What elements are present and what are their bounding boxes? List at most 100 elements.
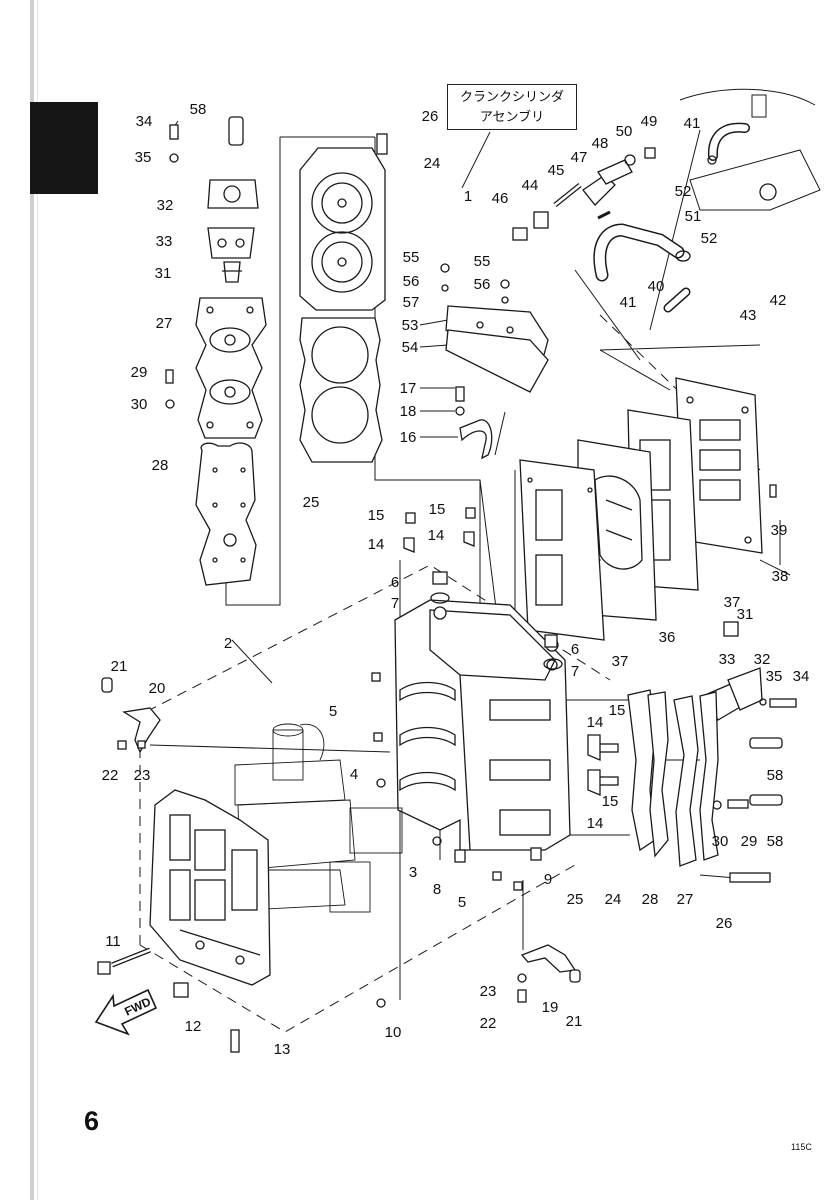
part-callout-15: 15: [368, 507, 385, 524]
part-callout-34: 34: [793, 668, 810, 685]
part-callout-56: 56: [403, 273, 420, 290]
part-callout-57: 57: [403, 294, 420, 311]
part-callout-55: 55: [403, 249, 420, 266]
part-callout-24: 24: [424, 155, 441, 172]
part-callout-31: 31: [737, 606, 754, 623]
cylinder-head-cover: [299, 133, 388, 311]
part-callout-23: 23: [480, 983, 497, 1000]
bracket-19-21-22-23: [517, 944, 581, 1003]
part-callout-55: 55: [474, 253, 491, 270]
part-callout-26: 26: [716, 915, 733, 932]
exhaust-gasket-inner: [519, 459, 605, 641]
assembly-title-box: クランクシリンダ アセンブリ: [447, 84, 577, 130]
part-callout-50: 50: [616, 123, 633, 140]
part-callout-40: 40: [648, 278, 665, 295]
thermostat-cover-parts: [169, 116, 259, 283]
part-callout-39: 39: [771, 522, 788, 539]
part-callout-58: 58: [190, 101, 207, 118]
part-callout-47: 47: [571, 149, 588, 166]
exhaust-cover-small: [440, 263, 549, 393]
part-callout-35: 35: [766, 668, 783, 685]
assembly-title-line-1: クランクシリンダ: [459, 90, 564, 105]
part-callout-52: 52: [675, 183, 692, 200]
part-callout-1: 1: [464, 188, 472, 205]
part-callout-4: 4: [350, 766, 358, 783]
part-callout-18: 18: [400, 403, 417, 420]
part-callout-38: 38: [772, 568, 789, 585]
part-callout-43: 43: [740, 307, 757, 324]
part-callout-11: 11: [105, 933, 121, 950]
part-callout-8: 8: [433, 881, 441, 898]
part-callout-33: 33: [719, 651, 736, 668]
part-callout-44: 44: [522, 177, 539, 194]
part-callout-6: 6: [571, 641, 579, 658]
part-callout-35: 35: [135, 149, 152, 166]
part-callout-34: 34: [136, 113, 153, 130]
fwd-arrow-icon: [94, 988, 158, 1036]
part-callout-49: 49: [641, 113, 658, 130]
crankcase-small-bolts: [371, 507, 619, 891]
part-callout-53: 53: [402, 317, 419, 334]
part-callout-23: 23: [134, 767, 151, 784]
part-callout-9: 9: [544, 871, 552, 888]
part-callout-30: 30: [712, 833, 729, 850]
part-callout-24: 24: [605, 891, 622, 908]
bracket-clip: [455, 386, 493, 460]
crankcase-fasteners-front: [97, 947, 386, 1053]
part-callout-7: 7: [391, 595, 399, 612]
head-gasket-left: [195, 442, 257, 586]
part-callout-26: 26: [422, 108, 439, 125]
part-callout-3: 3: [409, 864, 417, 881]
part-callout-58: 58: [767, 767, 784, 784]
part-callout-22: 22: [480, 1015, 497, 1032]
section-tab-marker: [30, 102, 98, 194]
right-gasket-stack: [627, 689, 719, 867]
part-callout-15: 15: [429, 501, 446, 518]
part-callout-13: 13: [274, 1041, 291, 1058]
page-number: 6: [84, 1106, 100, 1136]
part-callout-27: 27: [156, 315, 173, 332]
part-callout-37: 37: [724, 594, 741, 611]
part-callout-15: 15: [609, 702, 626, 719]
part-callout-37: 37: [612, 653, 629, 670]
part-callout-30: 30: [131, 396, 148, 413]
part-callout-41: 41: [620, 294, 637, 311]
part-callout-5: 5: [458, 894, 466, 911]
cylinder-head-gasket: [299, 317, 383, 463]
part-callout-21: 21: [566, 1013, 583, 1030]
part-callout-29: 29: [131, 364, 148, 381]
part-callout-36: 36: [659, 629, 676, 646]
part-callout-25: 25: [567, 891, 584, 908]
crankcase-front-half: [149, 789, 271, 986]
part-callout-10: 10: [385, 1024, 402, 1041]
part-callout-14: 14: [587, 815, 604, 832]
part-callout-46: 46: [492, 190, 509, 207]
part-callout-15: 15: [602, 793, 619, 810]
part-callout-17: 17: [400, 380, 417, 397]
page-code: 115C: [791, 1142, 812, 1152]
part-callout-25: 25: [303, 494, 320, 511]
part-callout-41: 41: [684, 115, 701, 132]
part-callout-29: 29: [741, 833, 758, 850]
part-callout-28: 28: [152, 457, 169, 474]
part-callout-21: 21: [111, 658, 128, 675]
part-callout-16: 16: [400, 429, 417, 446]
part-callout-14: 14: [587, 714, 604, 731]
part-callout-42: 42: [770, 292, 787, 309]
head-bolt-washer: [165, 369, 175, 409]
part-callout-45: 45: [548, 162, 565, 179]
part-callout-31: 31: [155, 265, 172, 282]
part-callout-54: 54: [402, 339, 419, 356]
fitting-hose-assembly: [512, 88, 821, 313]
part-callout-12: 12: [185, 1018, 202, 1035]
part-callout-32: 32: [754, 651, 771, 668]
part-callout-7: 7: [571, 663, 579, 680]
part-callout-2: 2: [224, 635, 232, 652]
part-callout-14: 14: [368, 536, 385, 553]
part-callout-51: 51: [685, 208, 702, 225]
part-callout-58: 58: [767, 833, 784, 850]
crankcase-cylinder-block: [394, 599, 571, 851]
part-callout-19: 19: [542, 999, 559, 1016]
